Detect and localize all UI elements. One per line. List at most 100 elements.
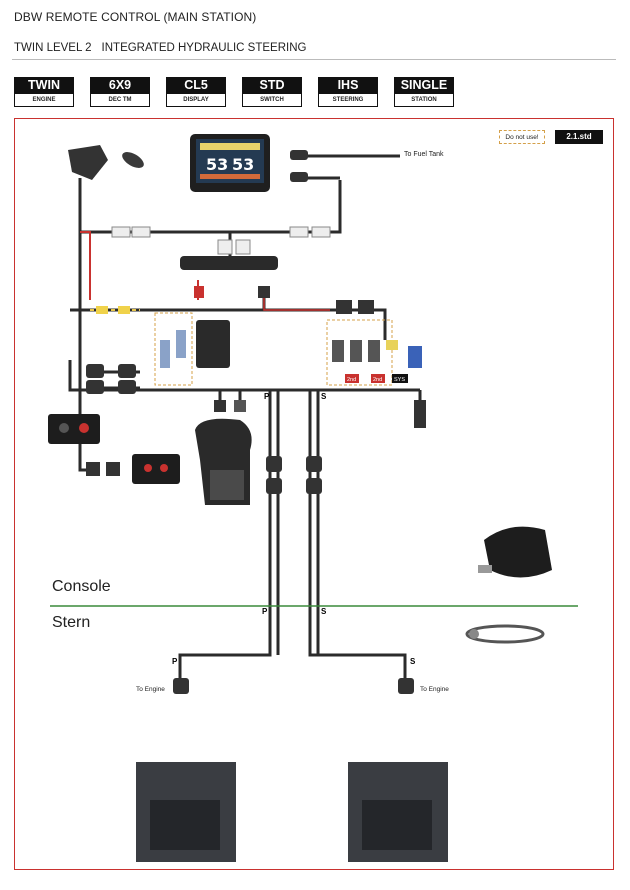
sys-connector xyxy=(414,400,426,428)
subtitle-steering: INTEGRATED HYDRAULIC STEERING xyxy=(101,42,307,54)
switch-connector-a xyxy=(336,300,352,314)
harness-lines xyxy=(68,154,422,680)
display-readout-right: 53 xyxy=(232,155,254,174)
key-fob-icon xyxy=(122,152,144,168)
badge-engine: TWIN ENGINE xyxy=(14,77,74,107)
connector-w2 xyxy=(131,226,151,238)
drop-connector-1 xyxy=(214,400,226,412)
blue-connector xyxy=(408,346,422,368)
key-switch-knob-1 xyxy=(59,423,69,433)
badge-switch-label: SWITCH xyxy=(242,94,302,107)
connector-w6 xyxy=(311,226,331,238)
to-engine-starboard-label: To Engine xyxy=(420,686,449,693)
connector-w1 xyxy=(111,226,131,238)
bus-connector-2 xyxy=(118,364,136,378)
fuel-branch xyxy=(330,180,342,234)
starboard-connector-lower xyxy=(306,478,322,494)
badge-steering: IHS STEERING xyxy=(318,77,378,107)
badge-steering-label: STEERING xyxy=(318,94,378,107)
fuel-connector-2 xyxy=(290,172,308,182)
switch-plug-2 xyxy=(350,340,362,362)
trim-connector-1 xyxy=(86,462,100,476)
badge-switch: STD SWITCH xyxy=(242,77,302,107)
to-fuel-tank-label: To Fuel Tank xyxy=(404,151,444,158)
s-label-waterline: S xyxy=(321,607,327,616)
mid-harness xyxy=(70,308,387,340)
connector-w4 xyxy=(235,239,251,255)
fuse-holder-2 xyxy=(118,306,130,314)
display-footer-bar xyxy=(200,174,260,179)
engine-port-lower xyxy=(150,800,220,850)
key-switch-knob-2 xyxy=(79,423,89,433)
steering-hose-coil xyxy=(465,624,545,644)
tag-sys: SYS xyxy=(394,377,405,383)
trim-switch-button-1 xyxy=(144,464,152,472)
ignition-harness xyxy=(68,145,144,180)
terminator-1 xyxy=(160,340,170,368)
engine-starboard-lower xyxy=(362,800,432,850)
engine-port xyxy=(136,762,236,862)
s-label-engine: S xyxy=(410,657,416,666)
starboard-harness xyxy=(308,390,407,680)
bus-connector-4 xyxy=(118,380,136,394)
bus-connector-1 xyxy=(86,364,104,378)
switch-connector-b xyxy=(358,300,374,314)
helm-pump-body xyxy=(484,526,552,578)
version-tag: 2.1.std xyxy=(555,130,603,144)
power-connector xyxy=(194,286,204,298)
s-label-console: S xyxy=(321,392,327,401)
p-label-engine: P xyxy=(172,657,178,666)
tag-sys-bg xyxy=(392,374,408,383)
tag-2nd-2-bg xyxy=(371,374,385,383)
console-label: Console xyxy=(52,578,111,595)
tag-2nd-1: 2nd xyxy=(347,377,356,383)
power-wire xyxy=(80,231,91,300)
badge-display-value: CL5 xyxy=(166,77,226,94)
config-badges: TWIN ENGINE 6X9 DEC TM CL5 DISPLAY STD S… xyxy=(14,77,454,107)
badge-station-value: SINGLE xyxy=(394,77,454,94)
port-harness xyxy=(178,390,272,680)
diagram-frame xyxy=(14,118,614,870)
badge-switch-value: STD xyxy=(242,77,302,94)
badge-dec: 6X9 DEC TM xyxy=(90,77,150,107)
fuel-connector-1 xyxy=(290,150,308,160)
switch-group xyxy=(326,319,393,386)
to-engine-port-label: To Engine xyxy=(136,686,165,693)
trim-switch-panel xyxy=(132,454,180,484)
stern-label: Stern xyxy=(52,614,91,631)
trim-switch-button-2 xyxy=(160,464,168,472)
main-switch-icon xyxy=(68,145,108,180)
tag-2nd-1-bg xyxy=(345,374,359,383)
starboard-connector-upper xyxy=(306,456,322,472)
remote-control xyxy=(195,418,252,505)
badge-dec-value: 6X9 xyxy=(90,77,150,94)
port-connector-upper xyxy=(266,456,282,472)
steering-hose-fitting xyxy=(469,629,479,639)
drop-connector-2 xyxy=(234,400,246,412)
connector-w5 xyxy=(289,226,309,238)
network-hub xyxy=(180,256,278,270)
terminator-2 xyxy=(176,330,186,358)
helm-pump xyxy=(478,526,552,578)
helm-pump-shaft xyxy=(478,565,492,573)
badge-display: CL5 DISPLAY xyxy=(166,77,226,107)
terminator-group xyxy=(154,312,193,386)
fuse-holder-1 xyxy=(96,306,108,314)
connector-w3 xyxy=(217,239,233,255)
badge-display-label: DISPLAY xyxy=(166,94,226,107)
switch-plug-1 xyxy=(332,340,344,362)
badge-dec-label: DEC TM xyxy=(90,94,150,107)
tag-2nd-2: 2nd xyxy=(373,377,382,383)
badge-station: SINGLE STATION xyxy=(394,77,454,107)
display-unit: 53 53 xyxy=(190,134,270,192)
white-connectors xyxy=(111,226,331,255)
badge-steering-value: IHS xyxy=(318,77,378,94)
display-header-bar xyxy=(200,143,260,150)
hub-connector xyxy=(258,286,270,298)
p-label-waterline: P xyxy=(262,607,268,616)
trim-connector-2 xyxy=(106,462,120,476)
port-connector-lower xyxy=(266,478,282,494)
badge-engine-value: TWIN xyxy=(14,77,74,94)
